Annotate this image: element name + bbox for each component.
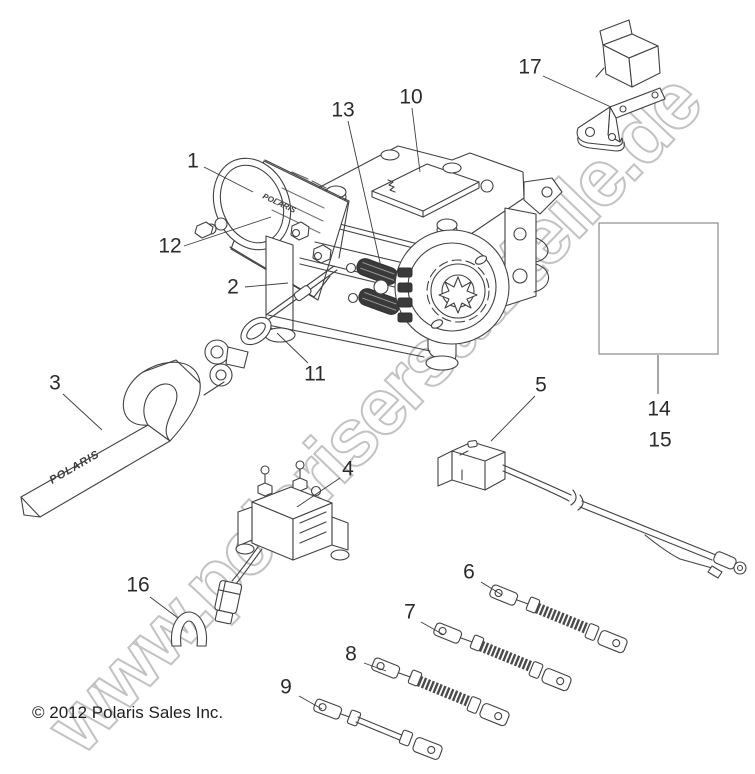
battery-cable-7: [433, 622, 572, 692]
callout-1: 1: [187, 149, 199, 173]
leader-lines: [62, 75, 659, 710]
callout-10: 10: [399, 85, 423, 109]
callout-2: 2: [227, 275, 239, 299]
solenoid: [214, 460, 350, 625]
clutch-pull-cord: [240, 265, 338, 346]
callout-6: 6: [463, 560, 475, 584]
callout-17: 17: [518, 55, 542, 79]
winch-motor: POLARIS: [194, 157, 350, 301]
wiring-harness: [437, 440, 747, 579]
mount-bracket: [576, 87, 666, 152]
decal-placeholder-box: [598, 222, 719, 355]
callout-5: 5: [535, 373, 547, 397]
hook-strap: POLARIS: [20, 339, 249, 518]
u-clip: [170, 611, 208, 647]
battery-cable-6: [489, 584, 628, 654]
callout-15: 15: [648, 428, 672, 452]
callout-7: 7: [404, 600, 416, 624]
battery-cable-9: [313, 698, 443, 760]
callout-8: 8: [345, 642, 357, 666]
callout-13: 13: [331, 98, 355, 122]
callout-4: 4: [342, 457, 354, 481]
callout-14: 14: [647, 397, 671, 421]
winch-mount-plate: [302, 145, 563, 254]
winch-clutch-drum: [394, 207, 550, 345]
winch-assembly-drawing: POLARIS: [194, 145, 563, 371]
copyright-text: © 2012 Polaris Sales Inc.: [32, 703, 224, 722]
callout-16: 16: [126, 573, 150, 597]
callout-12: 12: [158, 234, 182, 258]
callout-9: 9: [280, 675, 292, 699]
battery-cable-8: [371, 657, 510, 727]
winch-terminals: [345, 258, 401, 315]
parts-carton: [595, 19, 661, 88]
callout-3: 3: [49, 371, 61, 395]
solenoid-connector: [214, 580, 243, 625]
callout-11: 11: [304, 362, 326, 386]
